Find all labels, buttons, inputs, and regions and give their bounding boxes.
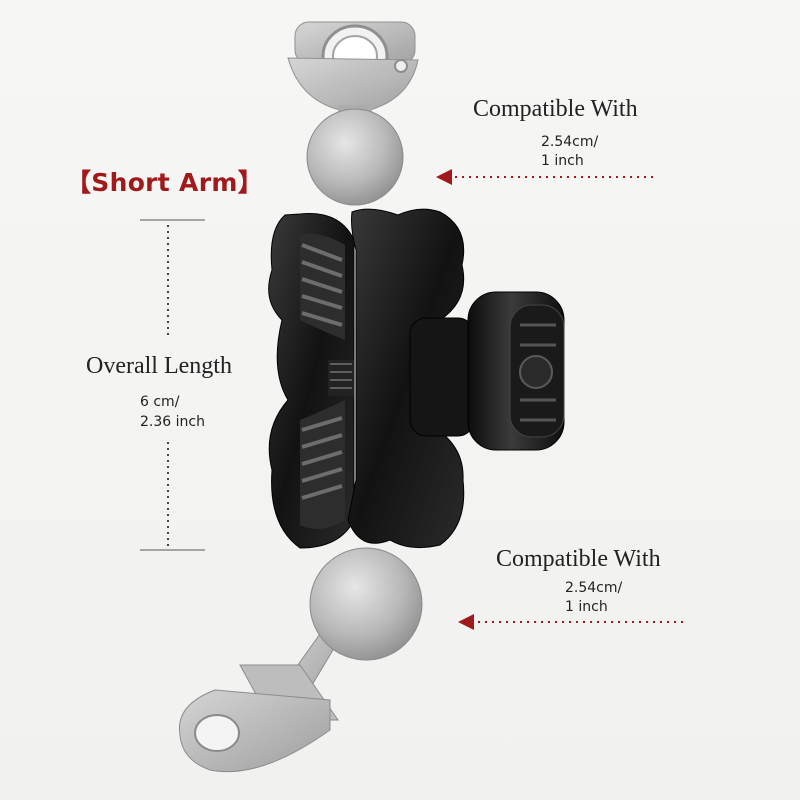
tension-knob-base <box>409 317 475 437</box>
overall-length-inch: 2.36 inch <box>140 414 205 430</box>
left-arrow-icon <box>436 169 658 185</box>
short-arm-title: 【Short Arm】 <box>66 168 263 197</box>
bottom-compatible-size-cm: 2.54cm/ <box>565 580 623 596</box>
top-compatible-title: Compatible With <box>473 96 638 122</box>
top-compatible-size-inch: 1 inch <box>541 153 584 169</box>
left-arrow-icon <box>458 614 686 630</box>
bottom-ball <box>309 547 423 661</box>
top-ball <box>306 108 404 206</box>
bottom-mirror-mount <box>178 619 346 773</box>
threaded-rod <box>300 233 354 529</box>
double-socket-arm <box>268 208 565 549</box>
overall-length-title: Overall Length <box>86 353 232 379</box>
overall-length-dimension <box>140 219 205 551</box>
bottom-compatible-size-inch: 1 inch <box>565 599 608 615</box>
top-compatible-size-cm: 2.54cm/ <box>541 134 599 150</box>
overall-length-cm: 6 cm/ <box>140 394 180 410</box>
bottom-compatible-title: Compatible With <box>496 546 661 572</box>
